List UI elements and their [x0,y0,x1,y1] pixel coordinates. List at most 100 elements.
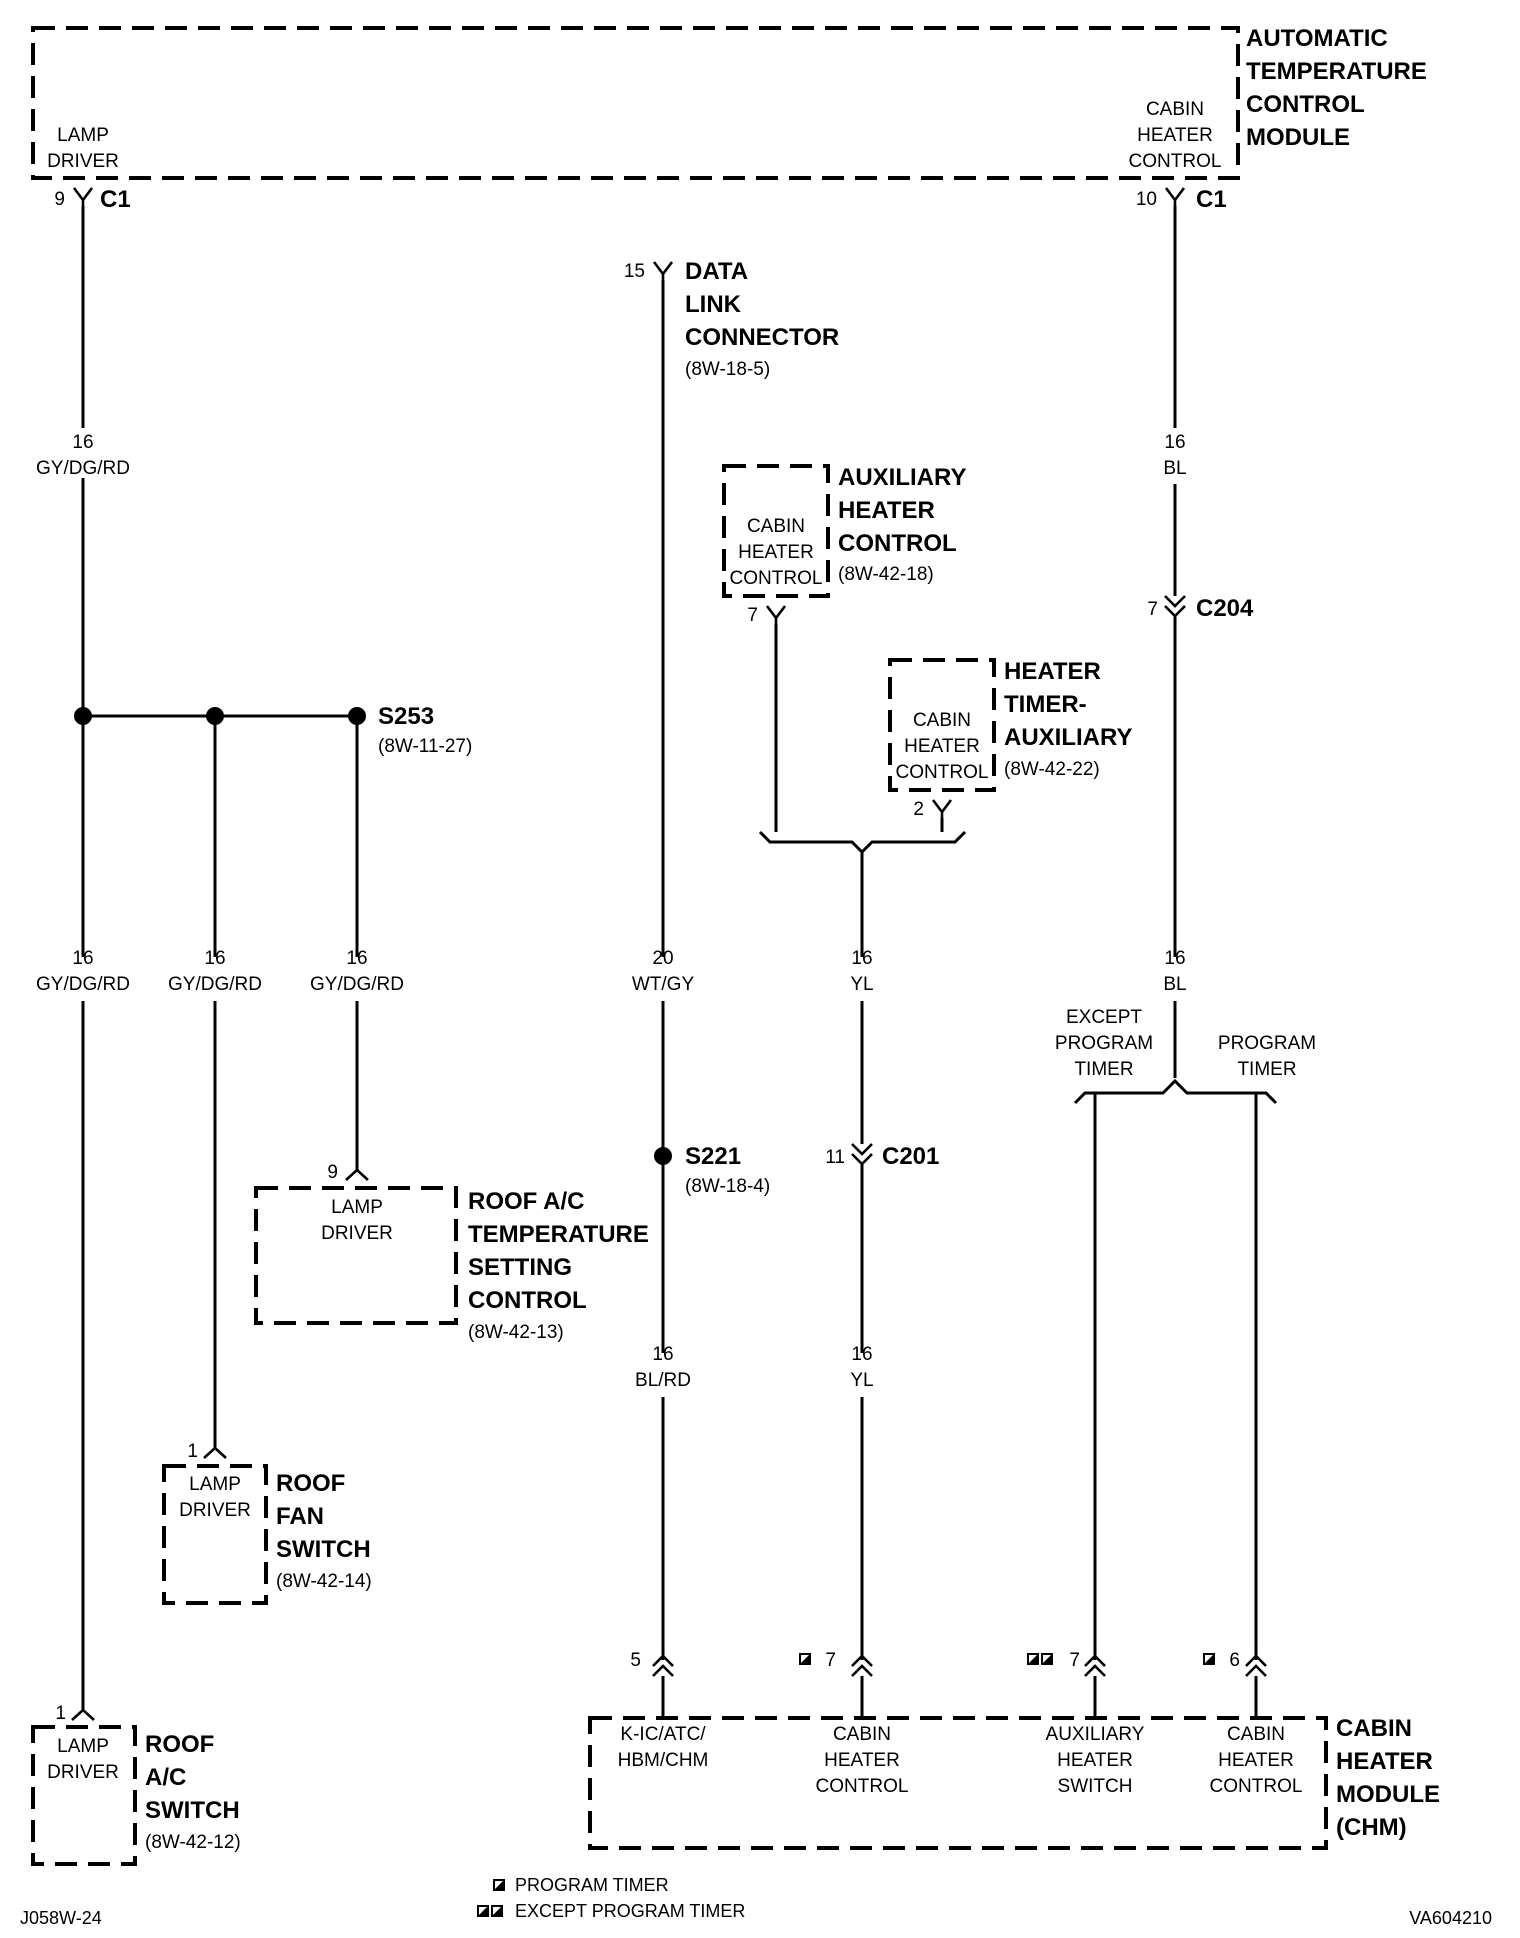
chm-pin5-label-1: K-IC/ATC/ [620,1724,706,1745]
program-timer-marker-fill [801,1655,809,1663]
heater-timer-pin-label-2: HEATER [904,736,980,757]
roof-temp-control: 9 LAMP DRIVER ROOF A/C TEMPERATURE SETTI… [254,1162,649,1343]
program-timer-marker-icon [799,1653,811,1665]
dlc-pin-number: 15 [624,261,645,282]
roof-ac-switch: 1 LAMP DRIVER ROOF A/C SWITCH (8W-42-12) [31,1703,241,1866]
branch-program-2: TIMER [1237,1059,1296,1080]
dlc-ref: (8W-18-5) [685,359,770,380]
footer-left-code: J058W-24 [20,1908,102,1928]
roof-fan-pin-label-2: DRIVER [179,1500,251,1521]
heater-timer-pin-label-3: CONTROL [896,762,989,783]
roof-fan-name-1: ROOF [276,1470,345,1497]
atc-module: AUTOMATIC TEMPERATURE CONTROL MODULE LAM… [31,25,1427,213]
roof-fan-name-3: SWITCH [276,1536,371,1563]
chm-name-4: (CHM) [1336,1814,1407,1841]
program-timer-marker-icon-2 [1203,1653,1215,1665]
branch-except-1: EXCEPT [1066,1007,1142,1028]
aux-heater-pin-label-3: CONTROL [730,568,823,589]
wire-lamp-b-color: GY/DG/RD [168,974,262,995]
chm-pin6-label-2: HEATER [1218,1750,1294,1771]
atc-module-name-4: MODULE [1246,124,1350,151]
atc-pin-label-cabin-3: CONTROL [1129,151,1222,172]
splice-s221-label: S221 [685,1143,741,1170]
wire-yl-upper-color: YL [850,974,873,995]
chm-pin6-label-1: CABIN [1227,1724,1285,1745]
program-timer-marker-fill-2 [1205,1655,1213,1663]
chm-pin6-connector-icon [1245,1654,1267,1677]
chm-pin7a-label-2: HEATER [824,1750,900,1771]
aux-heater-pin-label-2: HEATER [738,542,814,563]
wire-dlc-upper-gauge: 20 [652,948,673,969]
chm-pin7b-connector-icon [1084,1654,1106,1677]
splice-s253-label: S253 [378,703,434,730]
wire-bl-lower-color: BL [1163,974,1186,995]
except-program-timer-marker-icon-a [1027,1653,1039,1665]
chm-name-2: HEATER [1336,1748,1433,1775]
aux-heater-pin-connector-icon [765,605,787,624]
atc-module-name-3: CONTROL [1246,91,1365,118]
chm-pin7b-label-3: SWITCH [1058,1776,1133,1797]
roof-fan-ref: (8W-42-14) [276,1571,372,1592]
atc-pin9-number: 9 [54,189,65,210]
wire-yl-lower-color: YL [850,1370,873,1391]
chm-pin7a-connector-icon [851,1654,873,1677]
roof-temp-outline [254,1186,458,1325]
atc-pin-label-lamp-1: LAMP [57,125,109,146]
chm-pin5-connector-icon [652,1654,674,1677]
roof-ac-name-3: SWITCH [145,1797,240,1824]
legend-program-icon-fill [495,1881,503,1889]
splice-dot-s221 [654,1147,672,1165]
footer-right-code: VA604210 [1409,1908,1492,1928]
c201-pin-number: 11 [825,1147,845,1168]
except-program-timer-marker-fill-b [1043,1655,1051,1663]
wire-lamp-a-gauge: 16 [72,948,93,969]
dlc-pin-connector-icon [652,261,674,280]
dlc-name-1: DATA [685,258,748,285]
roof-ac-pin-connector-icon [71,1708,95,1721]
aux-heater-pin-number: 7 [747,605,758,626]
atc-pin-label-lamp-2: DRIVER [47,151,119,172]
roof-ac-pin-number: 1 [55,1703,66,1724]
roof-temp-name-2: TEMPERATURE [468,1221,649,1248]
atc-module-name-1: AUTOMATIC [1246,25,1388,52]
chm-pin7a-label-3: CONTROL [816,1776,909,1797]
aux-heater-name-1: AUXILIARY [838,464,966,491]
aux-heater-outline [722,464,830,598]
aux-heater-name-2: HEATER [838,497,935,524]
dlc-name-2: LINK [685,291,742,318]
c204-label: C204 [1196,595,1254,622]
atc-pin9-connector-icon [72,187,94,206]
branch-except-3: TIMER [1074,1059,1133,1080]
branch-program-1: PROGRAM [1218,1033,1316,1054]
wire-bl-upper-color: BL [1163,458,1186,479]
heater-timer-pin-connector-icon [931,799,953,818]
atc-pin9-connector: C1 [100,186,131,213]
chm-pin7a-label-1: CABIN [833,1724,891,1745]
heater-timer-ref: (8W-42-22) [1004,759,1100,780]
wire-dlc-upper-color: WT/GY [632,974,695,995]
aux-heater-ref: (8W-42-18) [838,564,934,585]
roof-temp-name-3: SETTING [468,1254,572,1281]
atc-module-outline [31,26,1240,180]
lamp-driver-circuit: 16 GY/DG/RD S253 (8W-11-27) 16 GY/DG/RD … [36,206,472,1710]
wire-lamp-c-gauge: 16 [346,948,367,969]
splice-s221-ref: (8W-18-4) [685,1176,770,1197]
roof-temp-pin-label-2: DRIVER [321,1223,393,1244]
roof-temp-name-4: CONTROL [468,1287,587,1314]
legend-program-icon [493,1879,505,1891]
roof-temp-pin-number: 9 [327,1162,338,1183]
legend-except-text: EXCEPT PROGRAM TIMER [515,1901,745,1921]
roof-temp-pin-label-1: LAMP [331,1197,383,1218]
legend-except-icon-b-fill [493,1907,501,1915]
roof-temp-pin-connector-icon [345,1168,369,1181]
roof-fan-pin-number: 1 [187,1441,198,1462]
chm-pin5-label-2: HBM/CHM [618,1750,709,1771]
heater-timer-pin-label-1: CABIN [913,710,971,731]
splice-s253-ref: (8W-11-27) [378,736,472,757]
aux-heater-name-3: CONTROL [838,530,957,557]
wire-dlc-lower-gauge: 16 [652,1344,673,1365]
legend-except-icon-a [477,1905,489,1917]
c201-connector-icon [851,1143,873,1166]
roof-temp-name-1: ROOF A/C [468,1188,584,1215]
roof-temp-ref: (8W-42-13) [468,1322,564,1343]
